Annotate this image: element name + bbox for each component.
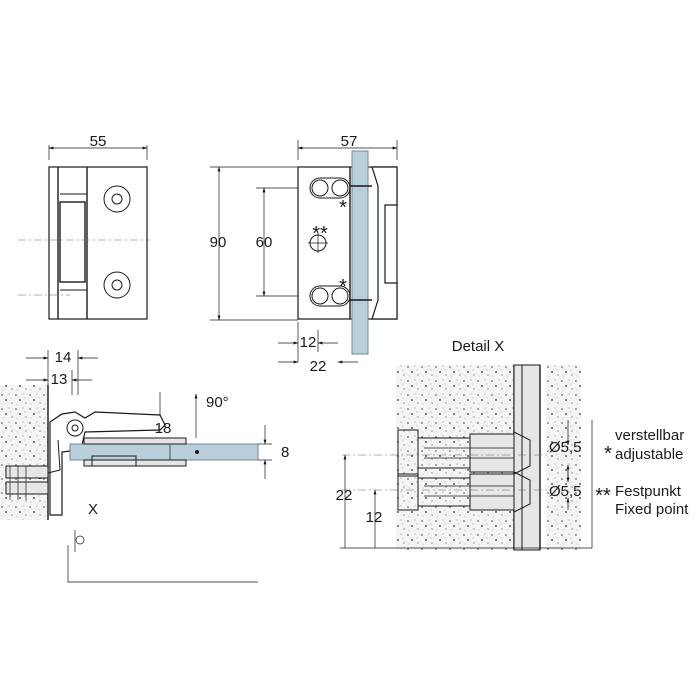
adjustable-slot-bottom [309,285,351,307]
anchor-adjustable [397,429,531,477]
top-dimension-13: 13 [51,371,68,388]
glass-pane-side [351,150,369,355]
top-dimension-18: 18 [155,420,172,437]
detail-callout-label: X [88,501,98,518]
diameter-adjustable: Ø5,5 [549,439,582,456]
opening-angle-label: 90° [206,394,229,411]
fixed-hole-middle [308,233,328,253]
side-width-dimension: 57 [341,133,358,150]
front-screw-bottom [103,271,131,299]
hole-spacing-dimension: 60 [256,234,273,251]
hole-offset-dimension: 12 [300,334,317,351]
top-view: 14 13 18 8 [0,349,289,583]
side-view: 57 90 60 * ** * [210,133,398,375]
adjustable-marker-top: * [339,197,347,219]
detail-dimension-12: 12 [366,509,383,526]
glass-pane-top [69,443,259,461]
front-screw-top [103,185,131,213]
top-dimension-14: 14 [55,349,72,366]
side-height-dimension: 90 [210,234,227,251]
legend-adjustable-german: verstellbar [615,427,684,444]
legend-fixed-mark: ** [595,485,611,507]
detail-x-view: Detail X Ø5, [336,338,689,551]
anchor-fixed [397,471,531,513]
legend-fixed-german: Festpunkt [615,483,682,500]
glass-offset-dimension: 22 [310,358,327,375]
fixed-point-marker: ** [312,223,328,245]
front-width-dimension: 55 [90,133,107,150]
legend-adjustable-english: adjustable [615,446,683,463]
glass-thickness-dimension: 8 [281,444,289,461]
detail-dimension-22: 22 [336,487,353,504]
front-view: 55 [18,133,150,320]
legend-adjustable-mark: * [604,443,612,465]
detail-x-title: Detail X [452,338,505,355]
adjustable-marker-bottom: * [339,276,347,298]
legend-fixed-english: Fixed point [615,501,689,518]
adjustable-slot-top [309,177,351,199]
diameter-fixed: Ø5,5 [549,483,582,500]
wall-anchors [5,465,49,500]
